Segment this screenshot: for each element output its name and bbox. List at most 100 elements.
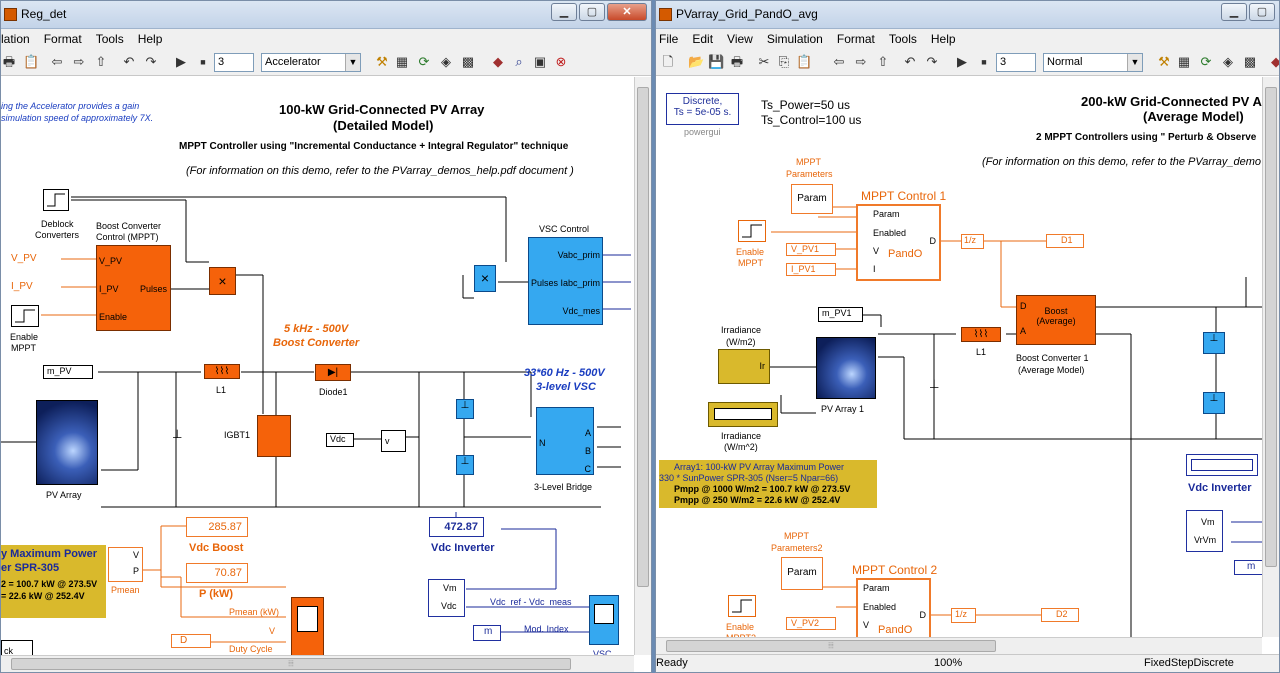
- pv-array-block[interactable]: [36, 400, 98, 485]
- mppt-params-block[interactable]: Param: [791, 184, 833, 214]
- menu-tools[interactable]: Tools: [888, 32, 917, 46]
- new-icon[interactable]: 🗋: [662, 54, 674, 69]
- title-bar[interactable]: PVarray_Grid_PandO_avg ▁ ▢: [656, 1, 1279, 29]
- boost-average-block[interactable]: Boost (Average) D A: [1016, 295, 1096, 345]
- print-icon[interactable]: 🖶: [730, 54, 744, 69]
- capacitor-dc-lower[interactable]: ⊥: [1203, 392, 1225, 414]
- build-icon[interactable]: ⚒: [1158, 54, 1170, 69]
- debug-icon[interactable]: ▩: [461, 54, 475, 69]
- vertical-scrollbar[interactable]: [634, 77, 651, 655]
- scope-block[interactable]: [291, 597, 324, 657]
- scroll-thumb[interactable]: [1265, 87, 1277, 567]
- build-icon[interactable]: ⚒: [376, 54, 388, 69]
- menu-file[interactable]: File: [659, 32, 679, 46]
- from-tag-d[interactable]: D: [171, 634, 211, 648]
- deblock-step-block[interactable]: [43, 189, 69, 211]
- three-level-bridge-block[interactable]: A B C N: [536, 407, 594, 475]
- from-tag-ipv1[interactable]: I_PV1: [786, 263, 836, 276]
- goto-m-pv[interactable]: m_PV: [43, 365, 93, 379]
- record-icon[interactable]: ⊗: [555, 54, 567, 69]
- explorer-icon[interactable]: ◈: [1223, 54, 1233, 69]
- menu-simulation[interactable]: Simulation: [766, 32, 823, 46]
- save-icon[interactable]: 💾: [708, 54, 725, 69]
- minimize-button[interactable]: ▁: [1221, 3, 1247, 21]
- update-icon[interactable]: ⟳: [1200, 54, 1212, 69]
- mppt-params2-block[interactable]: Param: [781, 557, 823, 590]
- menu-simulation[interactable]: lation: [1, 32, 30, 46]
- goto-d1[interactable]: D1: [1046, 234, 1084, 248]
- find-icon[interactable]: ⌕: [515, 54, 523, 69]
- close-button[interactable]: ✕: [607, 3, 647, 21]
- scroll-thumb[interactable]: [637, 87, 649, 587]
- chevron-down-icon[interactable]: ▼: [345, 54, 360, 71]
- print-icon[interactable]: 🖶: [2, 54, 16, 69]
- boost-converter-control-block[interactable]: V_PV I_PV Enable Pulses: [96, 245, 171, 331]
- start-simulation-icon[interactable]: ▶: [957, 54, 967, 69]
- voltage-measurement-block[interactable]: v: [381, 430, 406, 452]
- vsc-scope-block[interactable]: [589, 595, 619, 645]
- enable-mppt-step-block[interactable]: [11, 305, 39, 327]
- debug-icon[interactable]: ▩: [1243, 54, 1257, 69]
- irradiance2-block[interactable]: [708, 402, 778, 427]
- unit-delay-1[interactable]: 1/z: [961, 234, 984, 249]
- cut-icon[interactable]: ✂: [758, 54, 770, 69]
- title-bar[interactable]: Reg_det ▁ ▢ ✕: [1, 1, 651, 29]
- library-icon[interactable]: ▦: [395, 54, 409, 69]
- from-tag-ipv[interactable]: I_PV: [11, 281, 33, 292]
- from-tag-vpv1[interactable]: V_PV1: [786, 243, 836, 256]
- irradiance1-block[interactable]: Ir: [718, 349, 770, 384]
- forward-icon[interactable]: ⇨: [855, 54, 867, 69]
- diagram-canvas[interactable]: ing the Accelerator provides a gain simu…: [1, 77, 651, 672]
- forward-icon[interactable]: ⇨: [73, 54, 85, 69]
- sim-mode-select[interactable]: Accelerator ▼: [261, 53, 361, 72]
- horizontal-scrollbar[interactable]: ⦙⦙⦙: [656, 637, 1262, 654]
- menu-format[interactable]: Format: [43, 32, 82, 46]
- product-block-2[interactable]: ×: [474, 265, 496, 292]
- paste-icon[interactable]: 📋: [23, 54, 40, 69]
- menu-view[interactable]: View: [727, 32, 753, 46]
- diagram-canvas[interactable]: Discrete, Ts = 5e-05 s. powergui Ts_Powe…: [656, 77, 1279, 672]
- open-icon[interactable]: 📂: [688, 54, 705, 69]
- model-advisor-icon[interactable]: ◆: [1271, 54, 1280, 69]
- enable-mppt-step-block[interactable]: [738, 220, 766, 242]
- redo-icon[interactable]: ↷: [926, 54, 938, 69]
- chevron-down-icon[interactable]: ▼: [1127, 54, 1142, 71]
- minimize-button[interactable]: ▁: [551, 3, 577, 21]
- undo-icon[interactable]: ↶: [123, 54, 135, 69]
- enable-mppt2-step-block[interactable]: [728, 595, 756, 617]
- from-tag-vpv[interactable]: V_PV: [11, 253, 37, 264]
- menu-edit[interactable]: Edit: [692, 32, 714, 46]
- scroll-thumb[interactable]: ⦙⦙⦙: [666, 640, 996, 652]
- update-icon[interactable]: ⟳: [418, 54, 430, 69]
- menu-help[interactable]: Help: [930, 32, 956, 46]
- capacitor-dc-upper[interactable]: ⊥: [456, 399, 474, 419]
- vm-vdc-mux[interactable]: Vm Vdc: [428, 579, 465, 617]
- stop-simulation-icon[interactable]: ■: [200, 57, 206, 67]
- back-icon[interactable]: ⇦: [51, 54, 63, 69]
- menu-tools[interactable]: Tools: [95, 32, 124, 46]
- menu-format[interactable]: Format: [836, 32, 875, 46]
- unit-delay-2[interactable]: 1/z: [951, 608, 976, 623]
- diagnostics-icon[interactable]: ▣: [533, 54, 547, 69]
- start-simulation-icon[interactable]: ▶: [176, 54, 186, 69]
- sim-mode-select[interactable]: Normal ▼: [1043, 53, 1143, 72]
- model-advisor-icon[interactable]: ◆: [493, 54, 503, 69]
- inductor-l1[interactable]: ⌇⌇⌇: [961, 327, 1001, 342]
- menu-help[interactable]: Help: [137, 32, 163, 46]
- goto-d2[interactable]: D2: [1041, 608, 1079, 622]
- back-icon[interactable]: ⇦: [833, 54, 845, 69]
- up-icon[interactable]: ⇧: [95, 54, 107, 69]
- pmean-block[interactable]: V P: [108, 547, 143, 582]
- maximize-button[interactable]: ▢: [1249, 3, 1275, 21]
- capacitor-dc-lower[interactable]: ⊥: [456, 455, 474, 475]
- redo-icon[interactable]: ↷: [145, 54, 157, 69]
- horizontal-scrollbar[interactable]: ⦙⦙⦙: [1, 655, 634, 672]
- vsc-control-block[interactable]: Vabc_prim Iabc_prim Pulses Vdc_mes: [528, 237, 603, 325]
- igbt1-block[interactable]: [257, 415, 291, 457]
- maximize-button[interactable]: ▢: [579, 3, 605, 21]
- capacitor-dc-upper[interactable]: ⊥: [1203, 332, 1225, 354]
- goto-m-pv1[interactable]: m_PV1: [818, 307, 863, 322]
- inductor-l1[interactable]: ⌇⌇⌇: [204, 364, 240, 379]
- stop-simulation-icon[interactable]: ■: [981, 57, 987, 67]
- explorer-icon[interactable]: ◈: [441, 54, 451, 69]
